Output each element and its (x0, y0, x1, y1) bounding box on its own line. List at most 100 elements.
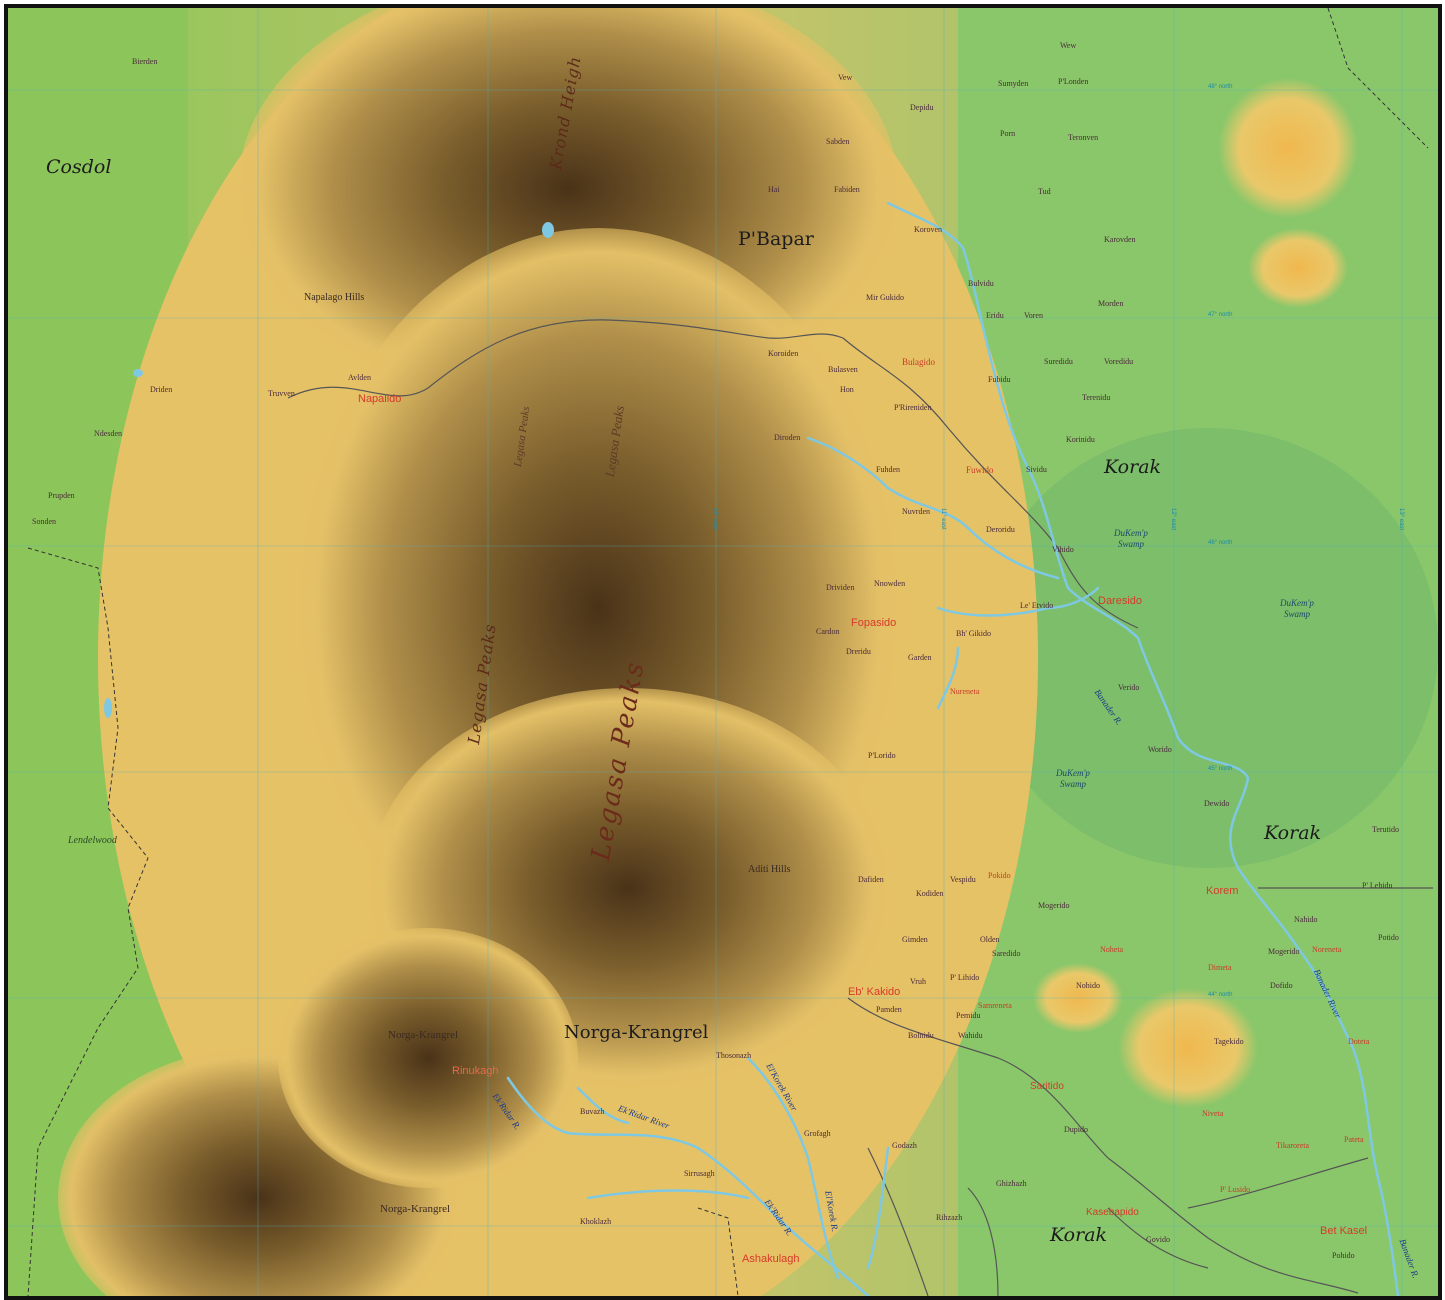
town-label[interactable]: Teronven (1068, 133, 1099, 142)
town-label[interactable]: Porn (1000, 129, 1016, 138)
town-label[interactable]: P' Lihido (950, 973, 980, 982)
town-label[interactable]: Thosonazh (716, 1051, 752, 1060)
town-label[interactable]: Avlden (348, 373, 371, 382)
town-label[interactable]: Pateta (1344, 1135, 1364, 1144)
city-rinukagh[interactable]: Rinukagh (452, 1065, 499, 1077)
town-label[interactable]: P'Lorido (868, 751, 896, 760)
town-label[interactable]: Wew (1060, 41, 1077, 50)
city-eb-kakido[interactable]: Eb' Kakido (848, 986, 901, 998)
town-label[interactable]: P'Londen (1058, 77, 1089, 86)
town-label[interactable]: Potido (1378, 933, 1399, 942)
town-label[interactable]: Depidu (910, 103, 934, 112)
town-label[interactable]: Sonden (32, 517, 56, 526)
town-label[interactable]: Wahidu (958, 1031, 983, 1040)
town-label[interactable]: Pamden (876, 1005, 902, 1014)
town-label[interactable]: Govido (1146, 1235, 1170, 1244)
town-label[interactable]: Fuhden (876, 465, 900, 474)
town-label[interactable]: Terenidu (1082, 393, 1111, 402)
town-label[interactable]: Bulagido (902, 357, 935, 367)
town-label[interactable]: Buvazh (580, 1107, 605, 1116)
city-kasebapido[interactable]: Kasebapido (1086, 1207, 1139, 1218)
town-label[interactable]: Sumyden (998, 79, 1029, 88)
town-label[interactable]: Niveta (1202, 1109, 1224, 1118)
town-label[interactable]: Nuvrden (902, 507, 930, 516)
town-label[interactable]: Bh' Gikido (956, 629, 991, 638)
town-label[interactable]: P' Lusido (1220, 1185, 1251, 1194)
town-label[interactable]: Bulasven (828, 365, 858, 374)
town-label[interactable]: Deroridu (986, 525, 1015, 534)
town-label[interactable]: Ndesden (94, 429, 122, 438)
town-label[interactable]: Hai (768, 185, 780, 194)
town-label[interactable]: Fuwido (966, 465, 994, 475)
town-label[interactable]: Doteta (1348, 1037, 1370, 1046)
town-label[interactable]: Tagekido (1214, 1037, 1244, 1046)
town-label[interactable]: Noheta (1100, 945, 1124, 954)
city-saritido[interactable]: Saritido (1030, 1081, 1064, 1092)
city-fopasido[interactable]: Fopasido (851, 617, 897, 629)
town-label[interactable]: Karovden (1104, 235, 1136, 244)
town-label[interactable]: P'Rireniden (894, 403, 932, 412)
city-bet-kasel[interactable]: Bet Kasel (1320, 1225, 1368, 1237)
town-label[interactable]: Sividu (1026, 465, 1047, 474)
town-label[interactable]: Dreridu (846, 647, 871, 656)
town-label[interactable]: Fabiden (834, 185, 860, 194)
town-label[interactable]: Dupido (1064, 1125, 1088, 1134)
town-label[interactable]: Vruh (910, 977, 926, 986)
town-label[interactable]: Garden (908, 653, 932, 662)
town-label[interactable]: Dewido (1204, 799, 1230, 808)
town-label[interactable]: Fubidu (988, 375, 1011, 384)
town-label[interactable]: Nnowden (874, 579, 906, 588)
town-label[interactable]: Khoklazh (580, 1217, 612, 1226)
town-label[interactable]: Rihzazh (936, 1213, 963, 1222)
terrain-map[interactable] (8, 8, 1438, 1296)
town-label[interactable]: Prupden (48, 491, 75, 500)
town-label[interactable]: Mogerido (1268, 947, 1300, 956)
town-label[interactable]: Kodiden (916, 889, 944, 898)
town-label[interactable]: Voredidu (1104, 357, 1134, 366)
town-label[interactable]: Sirrusagh (684, 1169, 715, 1178)
town-label[interactable]: Sabden (826, 137, 850, 146)
town-label[interactable]: Terutido (1372, 825, 1399, 834)
town-label[interactable]: Ghizhazh (996, 1179, 1027, 1188)
map-frame[interactable]: Cosdol P'Bapar Korak Korak Korak Norga-K… (4, 4, 1442, 1300)
town-label[interactable]: Godazh (892, 1141, 917, 1150)
town-label[interactable]: Nahido (1294, 915, 1318, 924)
town-label[interactable]: P' Lehidu (1362, 881, 1393, 890)
town-label[interactable]: Pohido (1332, 1251, 1355, 1260)
town-label[interactable]: Tikaroreta (1276, 1141, 1310, 1150)
town-label[interactable]: Pemidu (956, 1011, 981, 1020)
town-label[interactable]: Suredidu (1044, 357, 1073, 366)
town-label[interactable]: Nureneta (950, 687, 980, 696)
town-label[interactable]: Drividen (826, 583, 855, 592)
town-label[interactable]: Dofido (1270, 981, 1293, 990)
town-label[interactable]: Hon (840, 385, 854, 394)
town-label[interactable]: Dimeta (1208, 963, 1232, 972)
city-daresido[interactable]: Daresido (1098, 595, 1143, 607)
town-label[interactable]: Voren (1024, 311, 1043, 320)
town-label[interactable]: Verido (1118, 683, 1140, 692)
city-napalido[interactable]: Napalido (358, 393, 402, 405)
town-label[interactable]: Driden (150, 385, 173, 394)
town-label[interactable]: Bierden (132, 57, 158, 66)
town-label[interactable]: Koroiden (768, 349, 799, 358)
town-label[interactable]: Vew (838, 73, 853, 82)
town-label[interactable]: Eridu (986, 311, 1004, 320)
town-label[interactable]: Truvven (268, 389, 295, 398)
town-label[interactable]: Cardon (816, 627, 840, 636)
town-label[interactable]: Le' Etvido (1020, 601, 1054, 610)
town-label[interactable]: Vespidu (950, 875, 976, 884)
town-label[interactable]: Gimden (902, 935, 928, 944)
town-label[interactable]: Mir Gukido (866, 293, 904, 302)
town-label[interactable]: Pokido (988, 871, 1011, 880)
town-label[interactable]: Saredido (992, 949, 1021, 958)
city-korem[interactable]: Korem (1206, 885, 1239, 897)
town-label[interactable]: Grofagh (804, 1129, 831, 1138)
town-label[interactable]: Worido (1148, 745, 1172, 754)
town-label[interactable]: Tud (1038, 187, 1051, 196)
town-label[interactable]: Korinidu (1066, 435, 1095, 444)
town-label[interactable]: Dafiden (858, 875, 884, 884)
town-label[interactable]: Samreneta (978, 1001, 1012, 1010)
town-label[interactable]: Bulvidu (968, 279, 994, 288)
town-label[interactable]: Diroden (774, 433, 801, 442)
town-label[interactable]: Koroven (914, 225, 942, 234)
